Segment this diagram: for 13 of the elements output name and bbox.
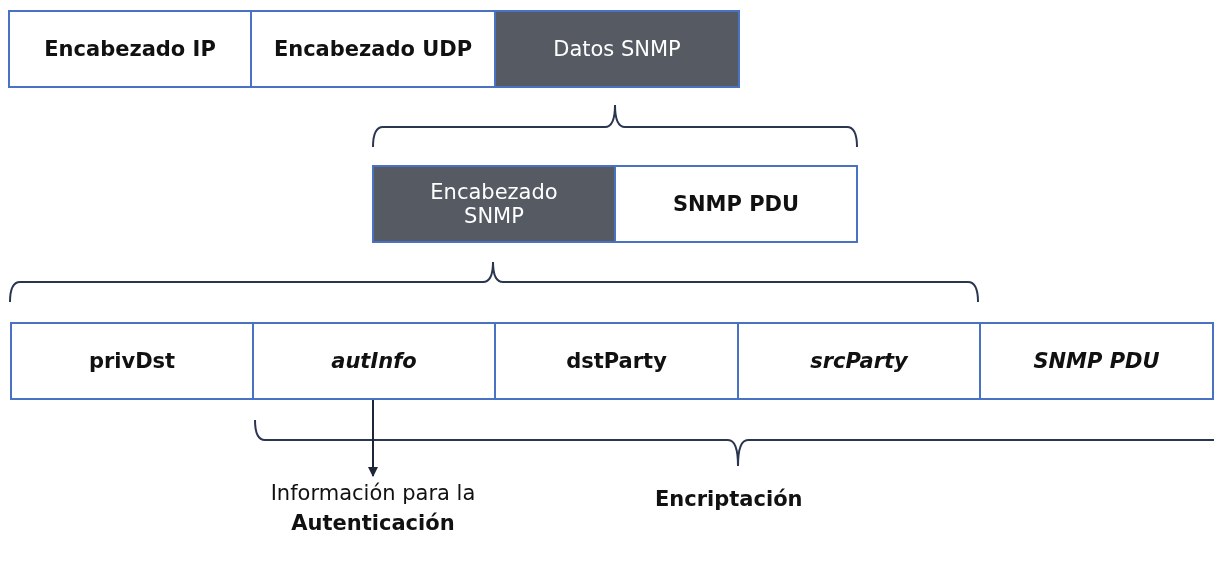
header-cell: Encabezado SNMP bbox=[372, 165, 616, 243]
arrow bbox=[368, 399, 378, 477]
pdu-cell: SNMP PDU bbox=[979, 322, 1214, 400]
field-cell: srcParty bbox=[737, 322, 981, 400]
field-cell: dstParty bbox=[494, 322, 739, 400]
field-cell: autInfo bbox=[252, 322, 496, 400]
field-cell: privDst bbox=[10, 322, 254, 400]
header-cell: Encabezado UDP bbox=[250, 10, 496, 88]
pdu-cell: SNMP PDU bbox=[614, 165, 858, 243]
data-cell: Datos SNMP bbox=[494, 10, 740, 88]
header-cell: Encabezado IP bbox=[8, 10, 252, 88]
caption-text: Información para la Autenticación bbox=[258, 478, 488, 564]
annotation-label: Encriptación bbox=[655, 487, 803, 511]
